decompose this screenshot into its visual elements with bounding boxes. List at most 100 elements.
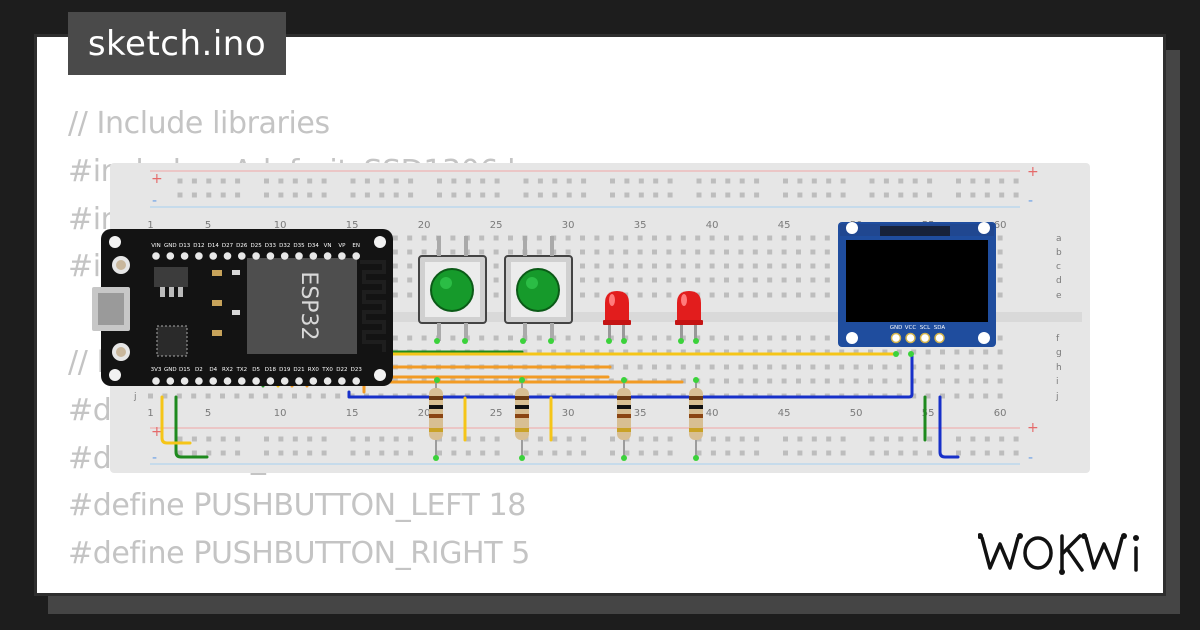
breadboard-hole[interactable] bbox=[407, 235, 413, 241]
breadboard-hole[interactable] bbox=[408, 178, 414, 184]
breadboard-hole[interactable] bbox=[493, 277, 499, 283]
breadboard-hole[interactable] bbox=[191, 178, 197, 184]
breadboard-hole[interactable] bbox=[709, 364, 715, 370]
breadboard-hole[interactable] bbox=[810, 249, 816, 255]
breadboard-hole[interactable] bbox=[1013, 192, 1019, 198]
breadboard-hole[interactable] bbox=[148, 393, 153, 399]
breadboard-hole[interactable] bbox=[709, 335, 715, 341]
breadboard-hole[interactable] bbox=[883, 192, 889, 198]
breadboard-hole[interactable] bbox=[479, 249, 485, 255]
breadboard-hole[interactable] bbox=[234, 393, 240, 399]
breadboard-hole[interactable] bbox=[653, 178, 659, 184]
esp32-pin[interactable] bbox=[152, 252, 160, 260]
breadboard-hole[interactable] bbox=[724, 335, 729, 341]
breadboard-hole[interactable] bbox=[925, 378, 931, 384]
breadboard-hole[interactable] bbox=[796, 292, 801, 298]
breadboard-hole[interactable] bbox=[652, 364, 657, 370]
breadboard-hole[interactable] bbox=[465, 450, 471, 456]
breadboard-hole[interactable] bbox=[956, 436, 961, 442]
breadboard-hole[interactable] bbox=[695, 364, 701, 370]
breadboard-hole[interactable] bbox=[997, 335, 1003, 341]
breadboard-hole[interactable] bbox=[235, 450, 241, 456]
breadboard-hole[interactable] bbox=[826, 178, 832, 184]
breadboard-hole[interactable] bbox=[927, 436, 933, 442]
breadboard-hole[interactable] bbox=[970, 178, 976, 184]
breadboard-hole[interactable] bbox=[796, 364, 801, 370]
breadboard-hole[interactable] bbox=[451, 450, 457, 456]
breadboard-hole[interactable] bbox=[191, 192, 197, 198]
breadboard-hole[interactable] bbox=[983, 393, 989, 399]
breadboard-hole[interactable] bbox=[811, 436, 817, 442]
breadboard-hole[interactable] bbox=[997, 292, 1003, 298]
breadboard-hole[interactable] bbox=[608, 277, 614, 283]
breadboard-hole[interactable] bbox=[666, 349, 672, 355]
breadboard-hole[interactable] bbox=[220, 178, 226, 184]
breadboard-hole[interactable] bbox=[752, 277, 758, 283]
breadboard-hole[interactable] bbox=[968, 393, 974, 399]
breadboard-hole[interactable] bbox=[767, 277, 773, 283]
oled-pin[interactable] bbox=[905, 332, 916, 344]
breadboard-hole[interactable] bbox=[869, 450, 875, 456]
breadboard-hole[interactable] bbox=[940, 378, 945, 384]
breadboard-hole[interactable] bbox=[393, 192, 399, 198]
breadboard-hole[interactable] bbox=[911, 393, 917, 399]
breadboard-hole[interactable] bbox=[811, 450, 817, 456]
breadboard-hole[interactable] bbox=[292, 393, 297, 399]
breadboard-hole[interactable] bbox=[781, 349, 787, 355]
esp32-pin[interactable] bbox=[338, 377, 346, 385]
breadboard-hole[interactable] bbox=[725, 436, 731, 442]
esp32-pin[interactable] bbox=[195, 252, 203, 260]
breadboard-hole[interactable] bbox=[783, 178, 788, 184]
breadboard-hole[interactable] bbox=[536, 249, 542, 255]
breadboard-hole[interactable] bbox=[752, 235, 758, 241]
breadboard-hole[interactable] bbox=[523, 192, 529, 198]
breadboard-hole[interactable] bbox=[465, 178, 471, 184]
breadboard-hole[interactable] bbox=[206, 178, 212, 184]
breadboard-hole[interactable] bbox=[724, 235, 729, 241]
breadboard-hole[interactable] bbox=[796, 263, 801, 269]
breadboard-hole[interactable] bbox=[292, 436, 298, 442]
pushbutton-left[interactable] bbox=[418, 236, 487, 341]
breadboard-hole[interactable] bbox=[883, 178, 889, 184]
breadboard-hole[interactable] bbox=[824, 277, 830, 283]
breadboard-hole[interactable] bbox=[882, 364, 888, 370]
breadboard-hole[interactable] bbox=[810, 364, 816, 370]
breadboard-hole[interactable] bbox=[695, 249, 701, 255]
breadboard-hole[interactable] bbox=[392, 277, 398, 283]
breadboard-hole[interactable] bbox=[853, 349, 859, 355]
breadboard-hole[interactable] bbox=[637, 335, 643, 341]
breadboard-hole[interactable] bbox=[840, 178, 846, 184]
breadboard-hole[interactable] bbox=[637, 249, 643, 255]
breadboard-hole[interactable] bbox=[667, 436, 673, 442]
breadboard-hole[interactable] bbox=[537, 192, 543, 198]
breadboard-hole[interactable] bbox=[781, 249, 787, 255]
breadboard-hole[interactable] bbox=[624, 192, 630, 198]
breadboard-hole[interactable] bbox=[522, 349, 528, 355]
breadboard-hole[interactable] bbox=[1013, 450, 1019, 456]
breadboard-hole[interactable] bbox=[739, 436, 745, 442]
breadboard-hole[interactable] bbox=[552, 436, 558, 442]
breadboard-hole[interactable] bbox=[911, 378, 917, 384]
breadboard-hole[interactable] bbox=[637, 349, 643, 355]
breadboard-hole[interactable] bbox=[581, 436, 587, 442]
breadboard-hole[interactable] bbox=[767, 263, 773, 269]
breadboard-hole[interactable] bbox=[206, 192, 212, 198]
breadboard-hole[interactable] bbox=[320, 393, 326, 399]
breadboard-hole[interactable] bbox=[724, 277, 729, 283]
breadboard-hole[interactable] bbox=[767, 364, 773, 370]
breadboard-hole[interactable] bbox=[999, 436, 1005, 442]
breadboard-hole[interactable] bbox=[508, 335, 513, 341]
breadboard-hole[interactable] bbox=[580, 292, 585, 298]
breadboard-hole[interactable] bbox=[220, 192, 226, 198]
breadboard-hole[interactable] bbox=[379, 178, 385, 184]
breadboard-hole[interactable] bbox=[824, 249, 830, 255]
esp32-pin[interactable] bbox=[238, 377, 246, 385]
breadboard-hole[interactable] bbox=[970, 192, 976, 198]
breadboard-hole[interactable] bbox=[623, 235, 629, 241]
esp32-pin[interactable] bbox=[309, 377, 318, 385]
breadboard-hole[interactable] bbox=[824, 263, 830, 269]
breadboard-hole[interactable] bbox=[767, 292, 773, 298]
breadboard-hole[interactable] bbox=[696, 178, 702, 184]
breadboard-hole[interactable] bbox=[379, 436, 385, 442]
